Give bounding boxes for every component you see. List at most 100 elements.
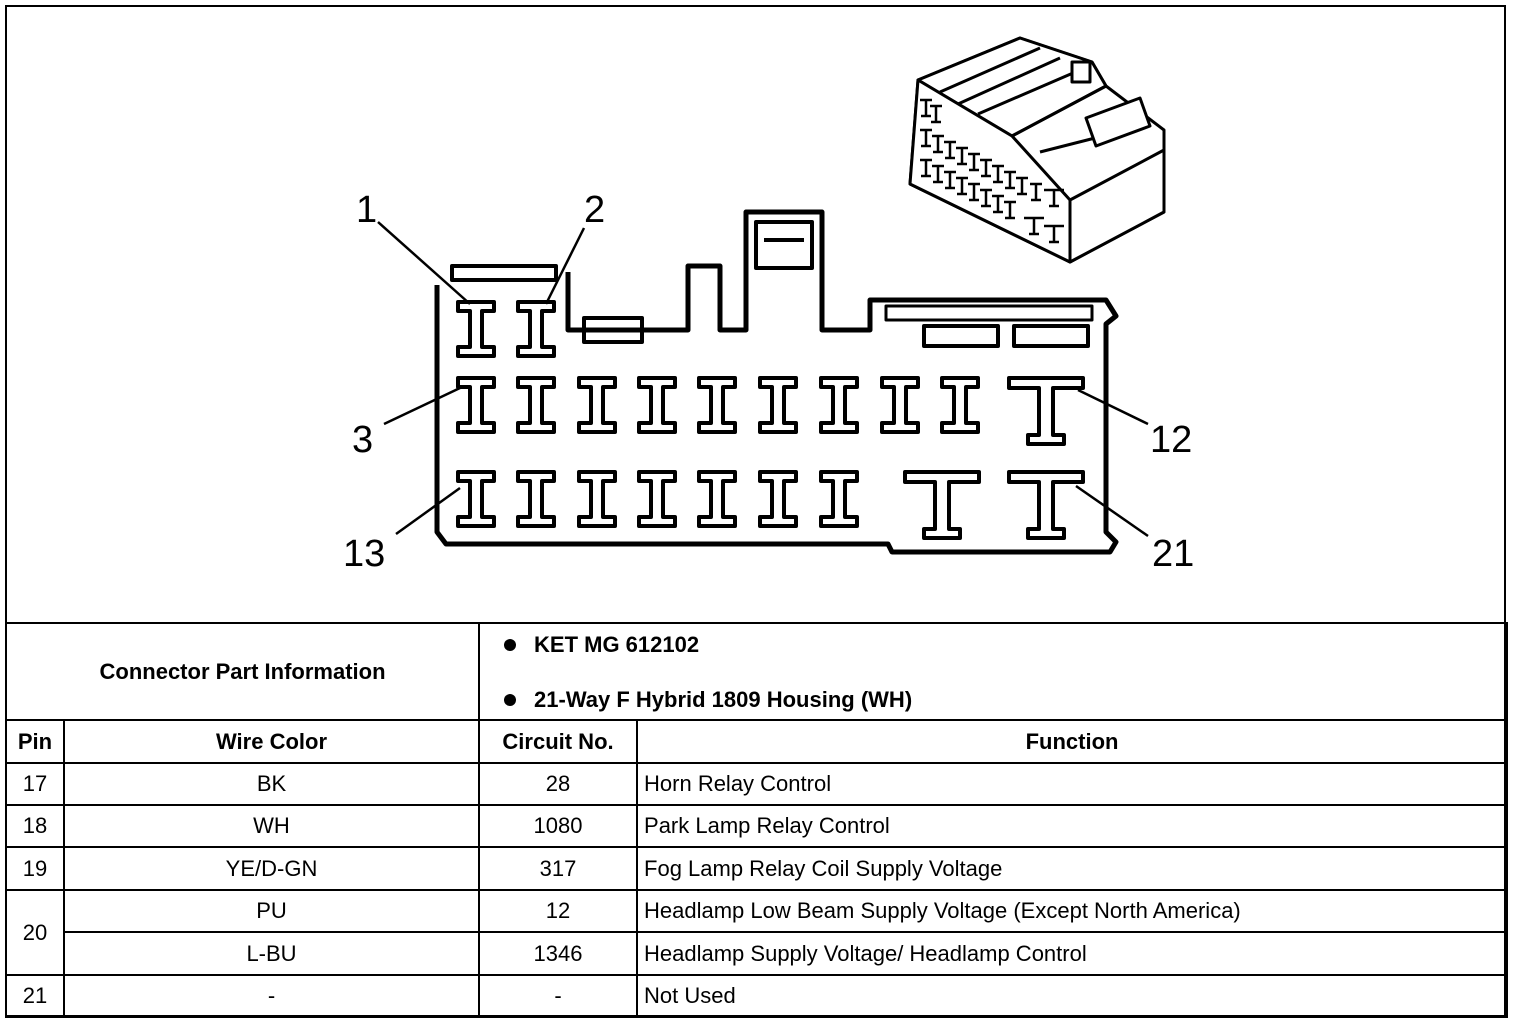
iso-ridge-1 bbox=[939, 46, 1041, 94]
iso-terminal bbox=[992, 164, 1004, 184]
terminal-cavity bbox=[758, 470, 798, 528]
terminal-cavity bbox=[697, 470, 737, 528]
iso-terminal bbox=[1016, 176, 1028, 196]
callout-labels: 1 2 3 12 13 21 bbox=[343, 189, 1194, 575]
iso-terminal bbox=[920, 128, 932, 148]
circuit-cell: 28 bbox=[478, 762, 639, 806]
circuit-cell: 12 bbox=[478, 889, 639, 933]
iso-terminal-marks bbox=[920, 98, 1064, 244]
terminal-cavity bbox=[516, 376, 556, 434]
connector-isometric-view bbox=[908, 36, 1166, 264]
function-cell: Headlamp Supply Voltage/ Headlamp Contro… bbox=[636, 931, 1509, 976]
iso-terminal bbox=[1044, 224, 1064, 244]
iso-ridge-4 bbox=[1011, 84, 1107, 138]
iso-terminal bbox=[992, 194, 1004, 214]
iso-terminal bbox=[968, 182, 980, 202]
function-cell: Fog Lamp Relay Coil Supply Voltage bbox=[636, 846, 1509, 891]
iso-terminal bbox=[920, 98, 932, 118]
iso-ridge-2 bbox=[957, 56, 1061, 106]
part-info-list: KET MG 612102 21-Way F Hybrid 1809 Housi… bbox=[478, 622, 1509, 721]
pin-callout-1: 1 bbox=[356, 189, 377, 231]
slot-1 bbox=[582, 316, 644, 344]
leader-12 bbox=[1077, 388, 1149, 426]
table-row: 21 - - Not Used bbox=[5, 974, 1509, 1018]
pin-callout-21: 21 bbox=[1152, 533, 1194, 575]
terminal-cavity bbox=[456, 300, 496, 358]
terminal-cavity bbox=[577, 376, 617, 434]
header-function: Function bbox=[636, 719, 1509, 764]
iso-terminal bbox=[956, 176, 968, 196]
iso-slot bbox=[1084, 96, 1152, 148]
leader-2 bbox=[544, 227, 586, 305]
table-row: 20 PU 12 Headlamp Low Beam Supply Voltag… bbox=[5, 889, 1509, 976]
wire-color-cell: L-BU bbox=[62, 931, 481, 976]
terminal-cavity bbox=[903, 470, 981, 540]
slot-4 bbox=[1012, 324, 1090, 348]
terminal-cavity bbox=[456, 470, 496, 528]
header-circuit: Circuit No. bbox=[478, 719, 639, 764]
table-row: L-BU 1346 Headlamp Supply Voltage/ Headl… bbox=[6, 931, 1509, 976]
iso-terminal bbox=[932, 134, 944, 154]
table-row: 19 YE/D-GN 317 Fog Lamp Relay Coil Suppl… bbox=[5, 846, 1509, 891]
terminal-cavity bbox=[577, 470, 617, 528]
table-row: 17 BK 28 Horn Relay Control bbox=[5, 762, 1509, 806]
terminal-cavities bbox=[456, 300, 1085, 540]
terminal-cavity bbox=[516, 470, 556, 528]
leader-3 bbox=[383, 386, 461, 426]
header-pin: Pin bbox=[5, 719, 65, 764]
circuit-cell: 317 bbox=[478, 846, 639, 891]
callout-leaders bbox=[377, 221, 1149, 538]
iso-terminal bbox=[944, 170, 956, 190]
iso-right-face bbox=[1068, 148, 1166, 264]
iso-terminal bbox=[956, 146, 968, 166]
iso-terminal bbox=[1044, 188, 1064, 208]
function-cell: Park Lamp Relay Control bbox=[636, 804, 1509, 848]
terminal-cavity bbox=[1007, 470, 1085, 540]
connector-face bbox=[434, 209, 1119, 555]
iso-terminal bbox=[1024, 216, 1044, 236]
pin-callout-13: 13 bbox=[343, 533, 385, 575]
pin-cell: 20 bbox=[5, 889, 65, 976]
circuit-cell: 1346 bbox=[478, 931, 639, 976]
slot-3 bbox=[922, 324, 1000, 348]
terminal-cavity bbox=[697, 376, 737, 434]
latch-left bbox=[450, 264, 558, 282]
latch-center bbox=[754, 220, 814, 270]
leader-1 bbox=[377, 221, 471, 305]
wire-color-cell: PU bbox=[62, 889, 481, 933]
header-wire-color: Wire Color bbox=[62, 719, 481, 764]
iso-terminal bbox=[1004, 170, 1016, 190]
part-info-label: Connector Part Information bbox=[4, 622, 481, 721]
part-info-item: 21-Way F Hybrid 1809 Housing (WH) bbox=[504, 686, 1506, 713]
pin-callout-3: 3 bbox=[352, 419, 373, 461]
bullet-icon bbox=[504, 693, 517, 706]
part-info-row: Connector Part Information KET MG 612102… bbox=[4, 622, 1509, 721]
pin-cell: 19 bbox=[5, 846, 65, 891]
iso-terminal bbox=[944, 140, 956, 160]
connector-diagram: 1 2 3 12 13 21 bbox=[343, 36, 1194, 575]
iso-terminal bbox=[1004, 200, 1016, 220]
wire-color-cell: WH bbox=[62, 804, 481, 848]
terminal-cavity bbox=[819, 470, 859, 528]
connector-info-table: Connector Part Information KET MG 612102… bbox=[4, 622, 1509, 1018]
iso-terminal bbox=[932, 164, 944, 184]
iso-ridge-3 bbox=[977, 68, 1081, 116]
circuit-cell: 1080 bbox=[478, 804, 639, 848]
iso-terminal bbox=[920, 158, 932, 178]
leader-21 bbox=[1075, 484, 1149, 538]
circuit-cell: - bbox=[478, 974, 639, 1018]
pin-cell: 18 bbox=[5, 804, 65, 848]
iso-terminal bbox=[968, 152, 980, 172]
bullet-icon bbox=[504, 638, 517, 651]
terminal-cavity bbox=[637, 470, 677, 528]
connector-housing-outline bbox=[434, 209, 1119, 555]
pin-callout-2: 2 bbox=[584, 189, 605, 231]
pin-cell: 21 bbox=[5, 974, 65, 1018]
iso-terminal bbox=[980, 188, 992, 208]
terminal-cavity bbox=[758, 376, 798, 434]
wire-color-cell: YE/D-GN bbox=[62, 846, 481, 891]
slot-2 bbox=[884, 304, 1094, 322]
function-cell: Headlamp Low Beam Supply Voltage (Except… bbox=[636, 889, 1509, 933]
function-cell: Not Used bbox=[636, 974, 1509, 1018]
leader-13 bbox=[395, 486, 461, 536]
